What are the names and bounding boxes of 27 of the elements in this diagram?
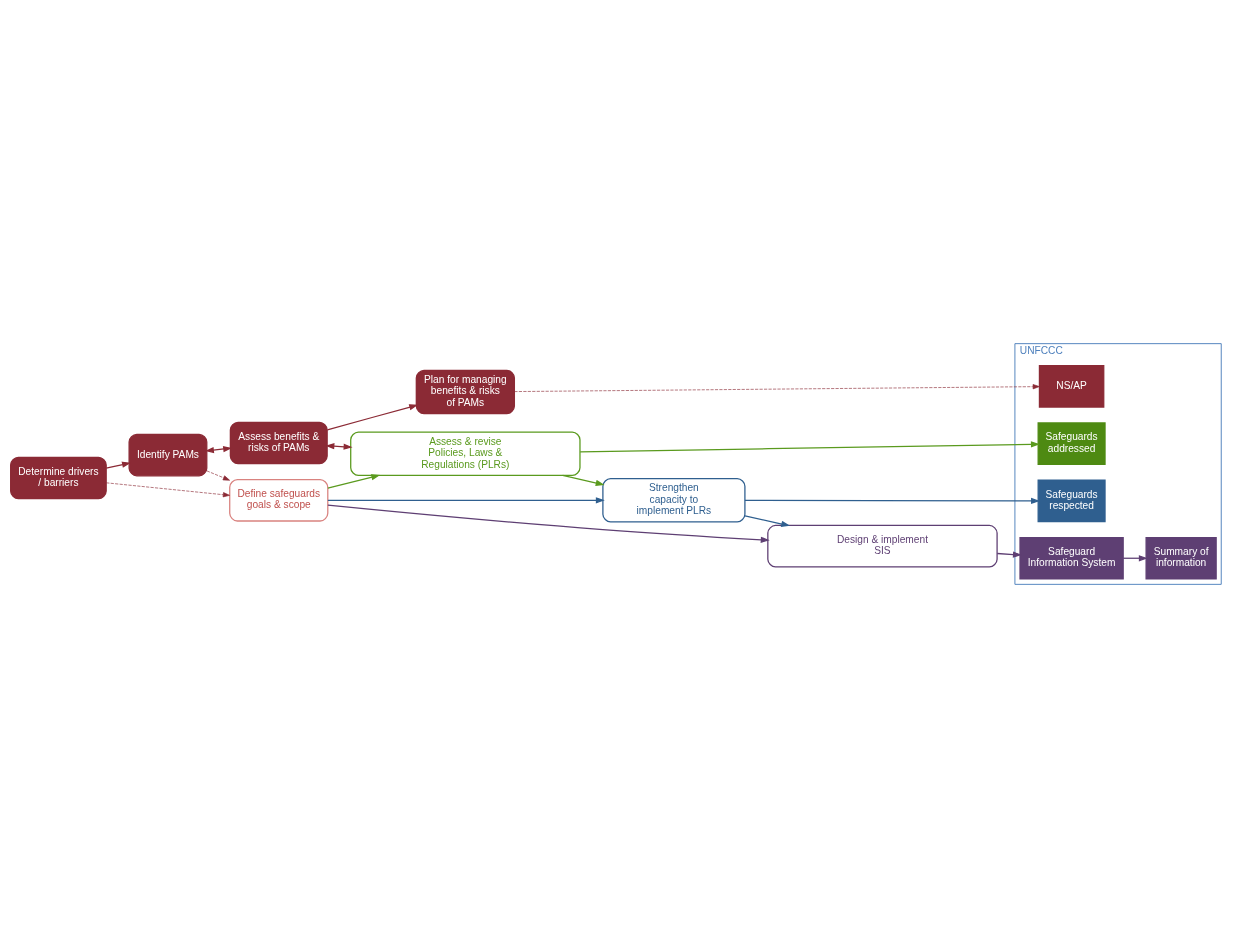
node-box: Strengthen capacity to implement PLRs bbox=[602, 477, 746, 523]
node-box: Assess benefits & risks of PAMs bbox=[229, 421, 328, 464]
arrow bbox=[562, 474, 605, 486]
node-box: Safeguard Information System bbox=[1019, 536, 1124, 580]
arrow bbox=[744, 514, 791, 527]
node-box: Design & implement SIS bbox=[767, 524, 998, 567]
node-box: Determine drivers / barriers bbox=[10, 456, 107, 499]
node-box: Define safeguards goals & scope bbox=[229, 478, 329, 522]
arrow bbox=[106, 482, 230, 497]
arrow bbox=[996, 550, 1022, 558]
node-box: Assess & revise Policies, Laws & Regulations (PLRs) bbox=[350, 431, 581, 476]
node-box: Safeguards respected bbox=[1037, 479, 1106, 522]
node-box: Safeguards addressed bbox=[1037, 421, 1106, 465]
arrow bbox=[514, 383, 1040, 392]
arrow bbox=[105, 461, 131, 469]
arrow bbox=[206, 470, 230, 481]
node-box: Identify PAMs bbox=[128, 433, 208, 476]
node-box: Summary of information bbox=[1145, 536, 1217, 580]
node-box: NS/AP bbox=[1038, 364, 1105, 408]
node-box: Plan for managing benefits & risks of PAMs bbox=[415, 369, 515, 414]
arrow bbox=[327, 496, 605, 503]
arrow bbox=[327, 473, 381, 489]
arrow bbox=[326, 403, 419, 430]
arrow bbox=[744, 497, 1040, 504]
arrow bbox=[579, 440, 1040, 453]
arrow bbox=[327, 504, 770, 543]
arrow bbox=[205, 445, 233, 453]
